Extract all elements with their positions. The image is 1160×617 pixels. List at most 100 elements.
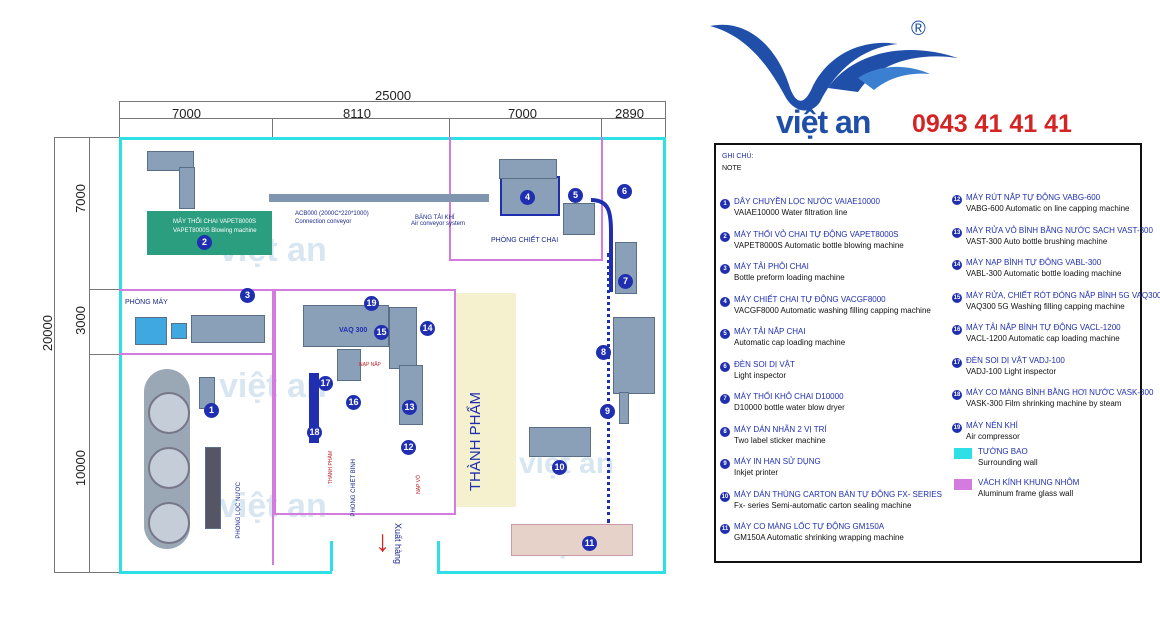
legend-vn-label: MÁY RỬA VỎ BÌNH BẰNG NƯỚC SẠCH VAST-300 [966, 225, 1153, 235]
wave-logo-icon [710, 24, 958, 111]
curved-conveyor [590, 198, 613, 292]
machine-marker-16: 16 [346, 395, 361, 410]
legend-en-label: Light inspector [734, 370, 787, 380]
machine-marker-2: 2 [197, 235, 212, 250]
legend-vn-label: MÁY THỔI VỎ CHAI TỰ ĐỘNG VAPET8000S [734, 229, 899, 239]
label-vaq: VAQ 300 [339, 327, 368, 334]
registered-mark: ® [911, 18, 926, 40]
legend-number: 9 [720, 459, 730, 469]
brand-name: việt an [776, 104, 871, 140]
legend-number: 17 [952, 357, 962, 368]
legend-en-label: VASK-300 Film shrinking machine by steam [966, 399, 1122, 408]
legend-glass-b: Aluminum frame glass wall [978, 489, 1074, 498]
machine-marker-15: 15 [374, 325, 389, 340]
machine-marker-6: 6 [617, 184, 632, 199]
dim-total-width: 25000 [375, 88, 412, 103]
dim-seg-2: 8110 [343, 106, 371, 121]
legend-vn-label: MÁY IN HẠN SỬ DỤNG [734, 457, 821, 466]
vaq300-machine [303, 305, 389, 347]
floor-plan: việt an việt an việt an việt an việt an … [119, 137, 666, 575]
room-loc-nuoc: PHÒNG LỌC NƯỚC [236, 482, 242, 539]
machine-marker-12: 12 [401, 440, 416, 455]
finished-goods-area [456, 293, 516, 507]
room-chiet-chai: PHÒNG CHIẾT CHAI [491, 237, 559, 244]
label-conveyor-b: Connection conveyor [295, 219, 352, 225]
legend-number: 6 [720, 361, 730, 372]
machine-marker-11: 11 [582, 536, 597, 551]
legend-en-label: VAPET8000S Automatic bottle blowing mach… [734, 240, 904, 250]
machine-marker-18: 18 [307, 425, 322, 440]
legend-vn-label: MÁY CO MÀNG LỐC TỰ ĐỘNG GM150A [734, 522, 885, 531]
dim-h-seg-2: 3000 [73, 306, 88, 335]
brand-phone: 0943 41 41 41 [912, 110, 1072, 138]
legend-en-label: VAST-300 Auto bottle brushing machine [966, 236, 1108, 246]
label-air-b: Air conveyor system [411, 221, 466, 227]
legend-en-label: VAIAE10000 Water filtration line [734, 208, 848, 217]
legend-en-label: Fx- series Semi-automatic carton sealing… [734, 500, 912, 510]
legend-vn-label: MÁY RỬA, CHIẾT RÓT ĐÓNG NẮP BÌNH 5G VAQ3… [966, 290, 1160, 300]
legend-number: 16 [952, 325, 962, 335]
legend-en-label: VAQ300 5G Washing filling capping machin… [966, 301, 1125, 311]
dim-total-height: 20000 [40, 315, 55, 352]
legend-title: GHI CHÚ: [722, 153, 754, 160]
label-blowing-b: VAPET8000S Blowing machine [173, 228, 257, 234]
brand-logo: ® việt an 0943 41 41 41 [706, 18, 1086, 140]
machine-marker-14: 14 [420, 321, 435, 336]
label-blowing-a: MÁY THỔI CHAI VAPET8000S [173, 219, 257, 225]
wall-swatch [954, 448, 972, 459]
machine-marker-13: 13 [402, 400, 417, 415]
legend-en-label: GM150A Automatic shrinking wrapping mach… [734, 533, 904, 542]
legend-en-label: Automatic cap loading machine [734, 338, 846, 347]
legend-number: 18 [952, 390, 962, 400]
machine-marker-1: 1 [204, 403, 219, 418]
legend-subtitle: NOTE [722, 165, 742, 172]
legend-vn-label: MÁY TẢI NẮP CHAI [734, 327, 806, 336]
legend-number: 15 [952, 292, 962, 303]
exit-door-gap [332, 567, 437, 575]
legend-number: 10 [720, 491, 730, 502]
glass-wall-chiet-binh [274, 289, 456, 515]
connection-conveyor [269, 194, 489, 202]
legend-vn-label: MÁY RÚT NẮP TỰ ĐỘNG VABG-600 [966, 193, 1101, 202]
machine-marker-9: 9 [600, 404, 615, 419]
legend-en-label: Air compressor [966, 431, 1020, 441]
legend-en-label: VABL-300 Automatic bottle loading machin… [966, 269, 1122, 278]
legend-en-label: VACGF8000 Automatic washing filling capp… [734, 305, 931, 315]
machine-marker-5: 5 [568, 188, 583, 203]
legend-en-label: VACL-1200 Automatic cap loading machine [966, 334, 1120, 343]
machine-marker-7: 7 [618, 274, 633, 289]
dim-h-seg-3: 10000 [73, 450, 88, 487]
legend-number: 7 [720, 394, 730, 404]
legend-vn-label: DÂY CHUYỀN LỌC NƯỚC VAIAE10000 [734, 197, 880, 206]
label-thanh-pham-small: THÀNH PHẨM [328, 451, 334, 485]
label-air-a: BĂNG TẢI KHÍ [415, 215, 455, 221]
label-nap-nap: NẠP NẮP [359, 362, 381, 368]
room-chiet-binh: PHÒNG CHIẾT BÌNH [351, 459, 357, 517]
legend-number: 8 [720, 426, 730, 437]
legend-vn-label: MÁY DÁN THÙNG CARTON BÁN TỰ ĐỘNG FX- SER… [734, 489, 942, 499]
room-may: PHÒNG MÁY [125, 299, 168, 306]
legend-vn-label: MÁY TẢI PHÔI CHAI [734, 262, 809, 271]
dim-h-seg-1: 7000 [73, 184, 88, 213]
legend-en-label: Inkjet printer [734, 468, 779, 477]
machine-marker-19: 19 [364, 296, 379, 311]
dim-seg-3: 7000 [508, 106, 537, 121]
legend-vn-label: MÁY NÉN KHÍ [966, 420, 1018, 430]
legend-wall-a: TƯỜNG BAO [978, 447, 1028, 456]
glass-wall-loc-nuoc [119, 351, 274, 565]
glass-swatch [954, 479, 972, 490]
shrink-wrap-machine [511, 524, 633, 556]
legend-number: 4 [720, 296, 730, 307]
label-nap-vo: NẠP VỎ [416, 475, 422, 494]
legend-en-label: D10000 bottle water blow dryer [734, 403, 845, 412]
legend-number: 13 [952, 227, 962, 238]
legend-wall-b: Surrounding wall [978, 458, 1038, 467]
legend-vn-label: MÁY NẠP BÌNH TỰ ĐỘNG VABL-300 [966, 258, 1102, 267]
dim-seg-4: 2890 [615, 106, 644, 121]
arrow-down-icon: ↓ [375, 525, 390, 558]
machine-marker-10: 10 [552, 460, 567, 475]
legend-number: 14 [952, 260, 962, 270]
machine-marker-3: 3 [240, 288, 255, 303]
legend-vn-label: MÁY CHIẾT CHAI TỰ ĐỘNG VACGF8000 [734, 294, 886, 304]
